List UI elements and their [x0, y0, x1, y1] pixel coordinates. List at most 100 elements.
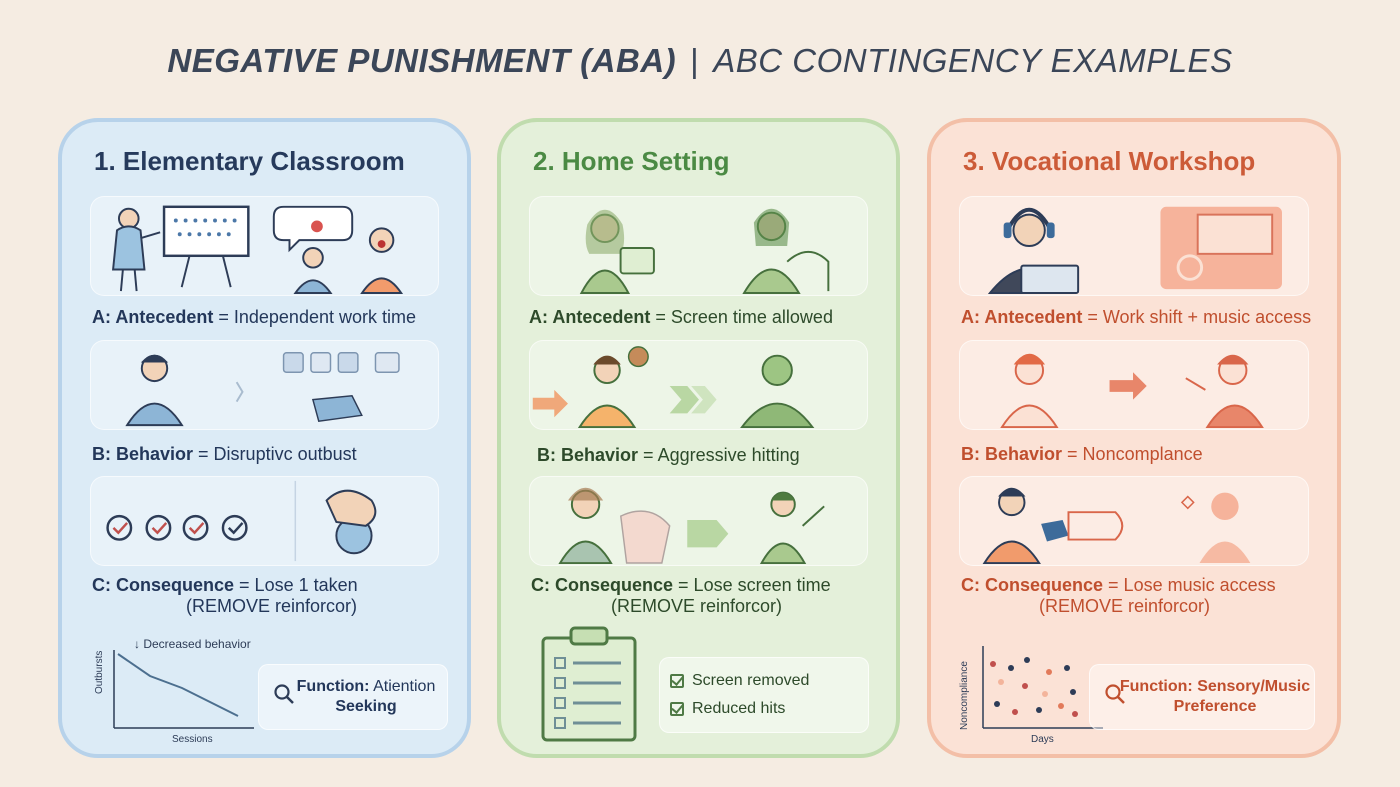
page-title: NEGATIVE PUNISHMENT (ABA) | ABC CONTINGENC… — [0, 42, 1400, 80]
antecedent-label: A: Antecedent — [92, 307, 214, 327]
scatter-point — [1058, 703, 1064, 709]
scatter-point — [994, 701, 1000, 707]
music-removal-illustration — [982, 487, 1251, 565]
scatter-points — [990, 657, 1078, 717]
scatter-point — [1072, 711, 1078, 717]
consequence-value: = Lose 1 taken — [239, 575, 358, 595]
antecedent-illustration — [959, 196, 1309, 296]
consequence-label: C: Consequence — [961, 575, 1104, 595]
chart-xlabel: Sessions — [172, 734, 213, 745]
consequence-illustration — [959, 476, 1309, 566]
card-title: 1. Elementary Classroom — [94, 146, 405, 176]
title-sub: ABC CONTINGENCY EXAMPLES — [713, 42, 1233, 79]
worker-headphones-illustration — [987, 206, 1282, 295]
decreasing-behavior-chart: ↓ Decreased behavior Outbursts Sessions — [84, 634, 274, 746]
student-disruption-illustration — [125, 352, 400, 427]
scatter-point — [1036, 707, 1042, 713]
magnifier-icon — [274, 684, 294, 704]
chart-xlabel: Days — [1031, 734, 1054, 745]
consequence-note: (REMOVE reinforcor) — [611, 596, 783, 616]
antecedent-label: A: Antecedent — [961, 307, 1083, 327]
chart-annotation: ↓ Decreased behavior — [134, 637, 251, 651]
scatter-point — [1012, 709, 1018, 715]
clipboard-icon — [537, 624, 641, 744]
screen-removal-illustration — [558, 487, 825, 565]
card-home-setting: 2. Home Setting A: Antecedent = Screen t… — [497, 118, 900, 758]
behavior-illustration — [529, 340, 868, 430]
noncompliance-scatter: Noncompliance Days — [953, 634, 1143, 746]
function-value: Preference — [1173, 698, 1257, 715]
function-label: Function: Sensory/Music — [1119, 678, 1311, 695]
consequence-illustration — [90, 476, 439, 566]
antecedent-value: = Independent work time — [218, 307, 416, 327]
mini-chart: ↓ Decreased behavior Outbursts Sessions — [94, 637, 254, 745]
behavior-label: B: Behavior — [537, 445, 639, 465]
behavior-row: B: Behavior = Aggressive hitting — [537, 445, 800, 466]
behavior-illustration — [959, 340, 1309, 430]
consequence-value: = Lose screen time — [678, 575, 831, 595]
chart-ylabel: Noncompliance — [959, 661, 970, 730]
hitting-illustration — [532, 346, 815, 429]
function-value-2: Seeking — [335, 698, 397, 715]
classroom-teacher-illustration — [112, 205, 404, 295]
antecedent-illustration — [529, 196, 868, 296]
child-tablet-illustration — [579, 208, 830, 295]
checkbox-checked-icon — [670, 674, 684, 688]
behavior-value: = Noncomplance — [1067, 444, 1203, 464]
checklist-item-label: Screen removed — [692, 672, 810, 689]
behavior-value: = Aggressive hitting — [643, 445, 800, 465]
scatter-point — [1046, 669, 1052, 675]
behavior-label: B: Behavior — [961, 444, 1063, 464]
antecedent-illustration — [90, 196, 439, 296]
checklist-item: Reduced hits — [670, 700, 785, 718]
consequence-label: C: Consequence — [92, 575, 235, 595]
chart-ylabel: Outbursts — [94, 651, 105, 694]
checkbox-checked-icon — [670, 702, 684, 716]
scatter-point — [1042, 691, 1048, 697]
consequence-illustration — [529, 476, 868, 566]
behavior-label: B: Behavior — [92, 444, 194, 464]
behavior-row: B: Behavior = Disruptivc outbust — [92, 444, 357, 465]
antecedent-value: = Screen time allowed — [655, 307, 833, 327]
antecedent-row: A: Antecedent = Independent work time — [92, 307, 416, 328]
consequence-note: (REMOVE reinforcor) — [1039, 596, 1211, 616]
antecedent-row: A: Antecedent = Screen time allowed — [529, 307, 833, 328]
noncompliance-illustration — [1000, 353, 1264, 429]
behavior-row: B: Behavior = Noncomplance — [961, 444, 1203, 465]
antecedent-value: = Work shift + music access — [1087, 307, 1312, 327]
consequence-row: C: Consequence = Lose music access — [961, 575, 1276, 596]
behavior-value: = Disruptivc outbust — [198, 444, 357, 464]
scatter-point — [1024, 657, 1030, 663]
magnifier-icon — [1105, 684, 1125, 704]
outcome-checklist: Screen removed Reduced hits — [659, 657, 869, 733]
behavior-illustration — [90, 340, 439, 430]
scatter-point — [1022, 683, 1028, 689]
token-removal-illustration — [106, 480, 377, 562]
antecedent-row: A: Antecedent = Work shift + music acces… — [961, 307, 1311, 328]
card-title: 3. Vocational Workshop — [963, 146, 1256, 176]
consequence-label: C: Consequence — [531, 575, 674, 595]
checklist-item-label: Reduced hits — [692, 700, 786, 717]
scatter-point — [998, 679, 1004, 685]
scatter-point — [1008, 665, 1014, 671]
mini-scatter: Noncompliance Days — [959, 646, 1103, 745]
trend-line — [117, 653, 239, 717]
consequence-row: C: Consequence = Lose screen time — [531, 575, 831, 596]
card-vocational-workshop: 3. Vocational Workshop A: Antecedent = W… — [927, 118, 1341, 758]
consequence-note: (REMOVE reinforcor) — [186, 596, 358, 616]
card-title: 2. Home Setting — [533, 146, 730, 176]
antecedent-label: A: Antecedent — [529, 307, 651, 327]
checklist-item: Screen removed — [670, 672, 809, 690]
card-elementary-classroom: 1. Elementary Classroom A: Antecedent = … — [58, 118, 471, 758]
scatter-point — [1070, 689, 1076, 695]
function-value: Atiention — [373, 678, 436, 695]
scatter-point — [990, 661, 996, 667]
consequence-row: C: Consequence = Lose 1 taken — [92, 575, 358, 596]
title-separator: | — [690, 42, 700, 79]
scatter-point — [1064, 665, 1070, 671]
consequence-value: = Lose music access — [1108, 575, 1276, 595]
title-main: NEGATIVE PUNISHMENT (ABA) — [167, 42, 677, 79]
function-label: Function: — [296, 678, 370, 695]
